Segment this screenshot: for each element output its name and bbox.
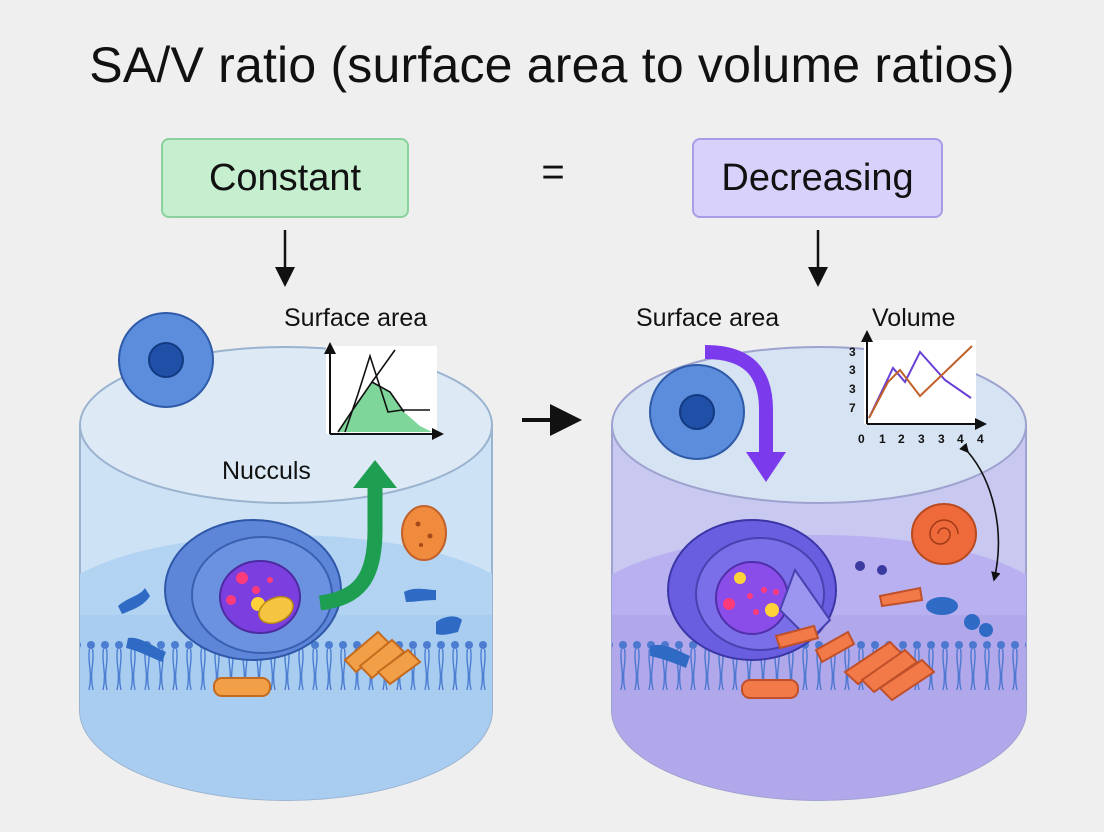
right-decrease-arrow	[704, 345, 773, 454]
left-organelles	[118, 505, 462, 697]
y-tick: 3	[849, 345, 856, 359]
nucleus-label: Nucculs	[222, 457, 311, 485]
volume-connector-arrow	[959, 442, 1001, 582]
x-tick: 4	[977, 432, 984, 446]
left-growth-arrow	[318, 486, 383, 611]
y-tick: 3	[849, 382, 856, 396]
right-mini-graph	[861, 330, 987, 430]
volume-label: Volume	[872, 304, 956, 332]
equals-sign: =	[541, 150, 565, 194]
y-tick: 7	[849, 401, 856, 415]
constant-box: Constant	[161, 138, 409, 218]
left-nucleus-icon	[164, 519, 342, 661]
x-tick: 2	[898, 432, 905, 446]
x-tick: 3	[938, 432, 945, 446]
x-tick: 0	[858, 432, 865, 446]
right-small-cell-icon	[649, 364, 745, 460]
right-surface-area-label: Surface area	[636, 304, 780, 332]
left-mini-graph	[324, 342, 444, 440]
decreasing-box: Decreasing	[692, 138, 943, 218]
x-tick: 3	[918, 432, 925, 446]
right-organelles	[650, 503, 993, 702]
decreasing-label: Decreasing	[721, 156, 914, 199]
x-tick: 1	[879, 432, 886, 446]
right-nucleus-icon	[667, 519, 837, 661]
page-title: SA/V ratio (surface area to volume ratio…	[89, 37, 1015, 93]
y-tick: 3	[849, 363, 856, 377]
left-surface-area-label: Surface area	[284, 304, 428, 332]
left-small-cell-icon	[118, 312, 214, 408]
right-graph-ticks: 3 3 3 7 0 1 2 3 3 4 4	[849, 345, 984, 446]
x-tick: 4	[957, 432, 964, 446]
constant-label: Constant	[208, 156, 362, 199]
